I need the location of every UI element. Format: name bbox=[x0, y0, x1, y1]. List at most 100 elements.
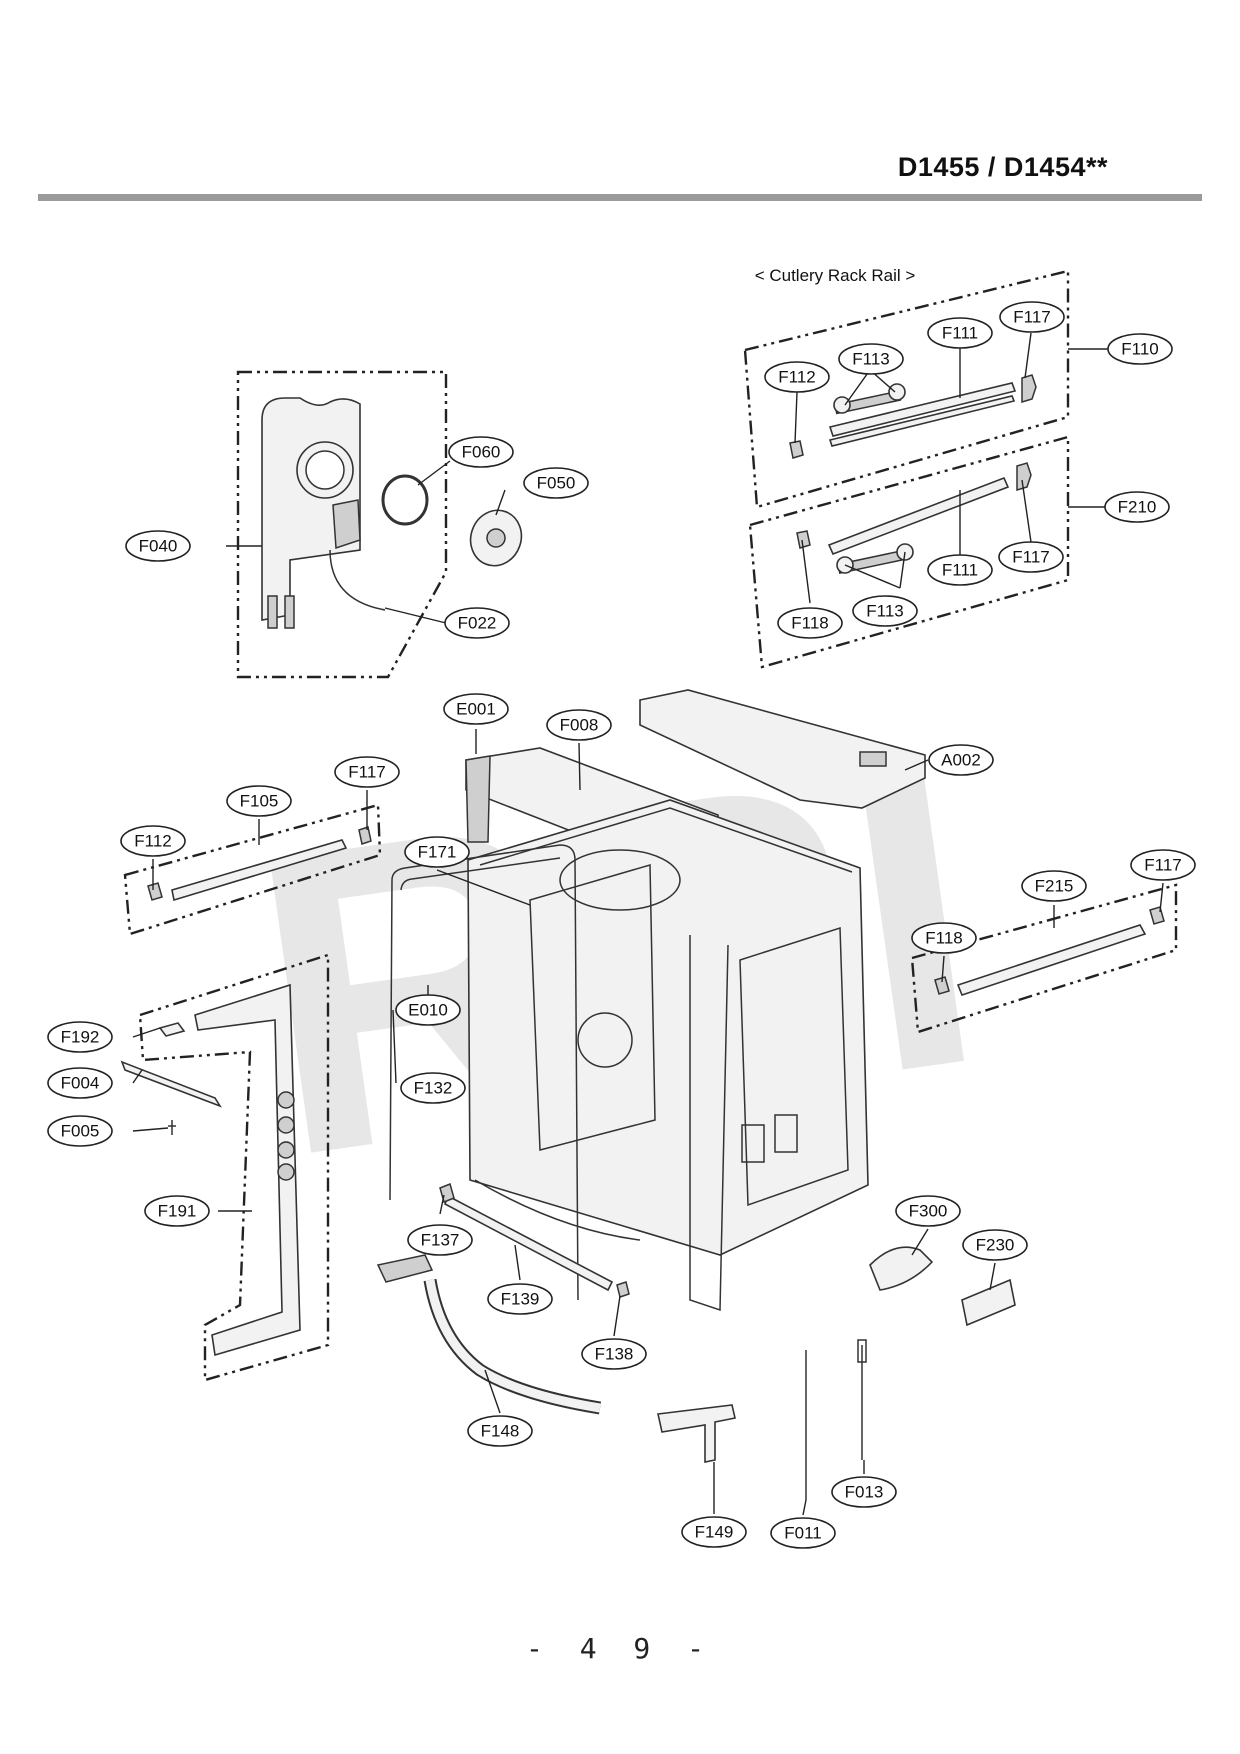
callout-f111-top: F111 bbox=[927, 317, 993, 349]
callout-e001: E001 bbox=[443, 693, 509, 725]
svg-text:F191: F191 bbox=[158, 1202, 197, 1221]
svg-text:A002: A002 bbox=[941, 751, 981, 770]
svg-text:F300: F300 bbox=[909, 1202, 948, 1221]
callout-f013: F013 bbox=[831, 1476, 897, 1508]
clip-f138 bbox=[616, 1281, 630, 1298]
svg-text:F105: F105 bbox=[240, 792, 279, 811]
door-gasket-f132 bbox=[389, 844, 579, 1301]
callout-f118-mid: F118 bbox=[777, 607, 843, 639]
callout-f110: F110 bbox=[1107, 333, 1173, 365]
svg-text:F192: F192 bbox=[61, 1028, 100, 1047]
callout-f192: F192 bbox=[47, 1021, 113, 1053]
svg-text:F132: F132 bbox=[414, 1079, 453, 1098]
svg-text:F111: F111 bbox=[942, 561, 978, 580]
svg-text:E001: E001 bbox=[456, 700, 496, 719]
cutlery-rail-group-f110 bbox=[743, 269, 1070, 509]
screw-f005 bbox=[168, 1120, 176, 1135]
sump-group-f040 bbox=[236, 370, 448, 679]
callout-f210: F210 bbox=[1104, 491, 1170, 523]
svg-text:F022: F022 bbox=[458, 614, 497, 633]
left-rail-group bbox=[123, 803, 382, 936]
callout-f117-top: F117 bbox=[999, 301, 1065, 333]
callout-f137: F137 bbox=[407, 1224, 473, 1256]
callout-f230: F230 bbox=[962, 1229, 1028, 1261]
svg-text:F139: F139 bbox=[501, 1290, 540, 1309]
callout-f149: F149 bbox=[681, 1516, 747, 1548]
svg-text:F110: F110 bbox=[1121, 340, 1159, 359]
callout-f112-left: F112 bbox=[120, 825, 186, 857]
svg-text:F060: F060 bbox=[462, 443, 501, 462]
svg-text:F210: F210 bbox=[1118, 498, 1157, 517]
callout-f300: F300 bbox=[895, 1195, 961, 1227]
svg-text:F050: F050 bbox=[537, 474, 576, 493]
svg-text:F171: F171 bbox=[418, 843, 457, 862]
svg-text:F004: F004 bbox=[61, 1074, 100, 1093]
callout-f050: F050 bbox=[523, 467, 589, 499]
svg-text:F118: F118 bbox=[925, 929, 963, 948]
callout-f011: F011 bbox=[770, 1517, 836, 1549]
callout-f148: F148 bbox=[467, 1415, 533, 1447]
callout-e010: E010 bbox=[395, 994, 461, 1026]
supply-pipe-group bbox=[138, 953, 330, 1382]
top-cover-plate-a002 bbox=[639, 689, 926, 809]
hose-f148 bbox=[376, 1254, 602, 1415]
callout-f040: F040 bbox=[125, 530, 191, 562]
callout-f138: F138 bbox=[581, 1338, 647, 1370]
svg-text:F148: F148 bbox=[481, 1422, 520, 1441]
callout-f111-mid: F111 bbox=[927, 554, 993, 586]
svg-text:F111: F111 bbox=[942, 324, 978, 343]
callout-f113-top: F113 bbox=[838, 343, 904, 375]
callout-f004: F004 bbox=[47, 1067, 113, 1099]
svg-text:F112: F112 bbox=[134, 832, 172, 851]
callout-f008: F008 bbox=[546, 709, 612, 741]
cable-f013 bbox=[857, 1339, 867, 1460]
callout-f171: F171 bbox=[404, 836, 470, 868]
cover-f230 bbox=[961, 1278, 1016, 1327]
svg-text:F137: F137 bbox=[421, 1231, 460, 1250]
svg-text:F112: F112 bbox=[778, 368, 816, 387]
tub-frame bbox=[467, 799, 869, 1312]
callout-f191: F191 bbox=[144, 1195, 210, 1227]
callout-f112-top: F112 bbox=[764, 361, 830, 393]
callout-f022: F022 bbox=[444, 607, 510, 639]
header-rule bbox=[38, 194, 1202, 201]
bracket-f149 bbox=[657, 1404, 736, 1463]
svg-text:F215: F215 bbox=[1035, 877, 1074, 896]
callout-f105: F105 bbox=[226, 785, 292, 817]
svg-text:F011: F011 bbox=[784, 1524, 822, 1543]
section-label-cutlery-rack-rail: < Cutlery Rack Rail > bbox=[755, 266, 916, 285]
svg-text:F040: F040 bbox=[139, 537, 178, 556]
svg-text:F117: F117 bbox=[1013, 308, 1051, 327]
callout-a002: A002 bbox=[928, 744, 994, 776]
svg-text:F113: F113 bbox=[852, 350, 890, 369]
callout-f215: F215 bbox=[1021, 870, 1087, 902]
pump-impeller-f050 bbox=[469, 509, 523, 567]
callout-f117-left: F117 bbox=[334, 756, 400, 788]
svg-text:F005: F005 bbox=[61, 1122, 100, 1141]
callout-f118-right: F118 bbox=[911, 922, 977, 954]
cutlery-rail-group-f210 bbox=[748, 435, 1070, 669]
svg-text:F008: F008 bbox=[560, 716, 599, 735]
callout-f117-mid: F117 bbox=[998, 541, 1064, 573]
svg-text:F230: F230 bbox=[976, 1236, 1015, 1255]
model-title: D1455 / D1454** bbox=[897, 152, 1108, 182]
svg-text:F117: F117 bbox=[1144, 856, 1182, 875]
callout-f060: F060 bbox=[448, 436, 514, 468]
svg-text:F117: F117 bbox=[348, 763, 386, 782]
svg-text:F149: F149 bbox=[695, 1523, 734, 1542]
svg-text:F138: F138 bbox=[595, 1345, 634, 1364]
callout-f132: F132 bbox=[400, 1072, 466, 1104]
svg-text:F118: F118 bbox=[791, 614, 829, 633]
callout-f005: F005 bbox=[47, 1115, 113, 1147]
svg-text:E010: E010 bbox=[408, 1001, 448, 1020]
spray-arm-f004 bbox=[120, 1060, 222, 1108]
svg-text:F117: F117 bbox=[1012, 548, 1050, 567]
page-number: - 4 9 - bbox=[525, 1632, 714, 1665]
callout-f117-right: F117 bbox=[1130, 849, 1196, 881]
leader-lines bbox=[132, 332, 1164, 1516]
handle-f300 bbox=[869, 1246, 934, 1291]
callout-f113-mid: F113 bbox=[852, 595, 918, 627]
callout-f139: F139 bbox=[487, 1283, 553, 1315]
svg-text:F013: F013 bbox=[845, 1483, 884, 1502]
